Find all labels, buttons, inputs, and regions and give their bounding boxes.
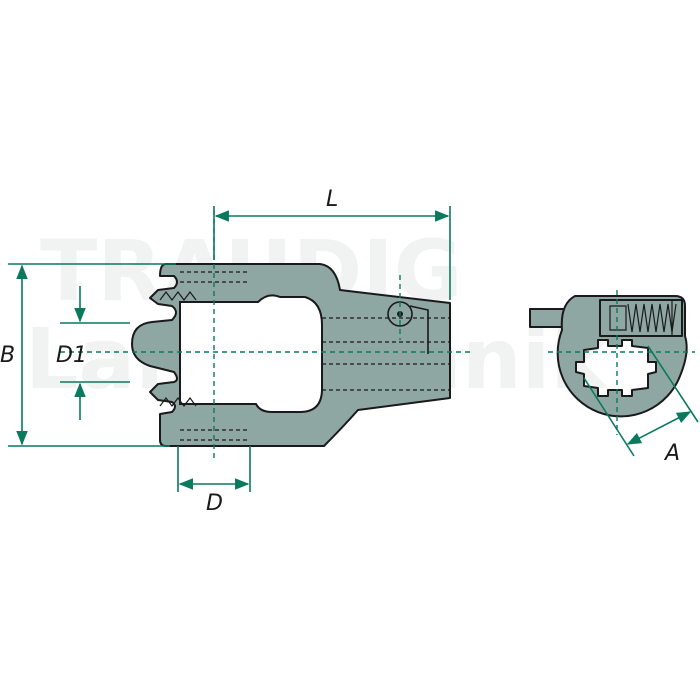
hub-end-view (529, 290, 695, 435)
upper-thread (159, 271, 250, 301)
dimension-D1: D1 (56, 286, 130, 420)
label-L: L (326, 187, 338, 212)
label-B: B (0, 343, 15, 368)
spring-coil (627, 303, 677, 333)
label-A: A (663, 441, 680, 466)
label-D: D (206, 491, 223, 516)
bore-hidden-lines (322, 317, 450, 391)
label-D1: D1 (56, 343, 87, 368)
dimension-L: L (213, 187, 451, 300)
dimension-B: B (0, 263, 176, 447)
lower-thread (159, 397, 250, 441)
spring-housing (599, 299, 683, 337)
yoke-side-view (131, 263, 451, 447)
yoke-opening (179, 294, 323, 413)
dimension-A: A (583, 345, 699, 466)
dimension-D: D (177, 446, 251, 516)
